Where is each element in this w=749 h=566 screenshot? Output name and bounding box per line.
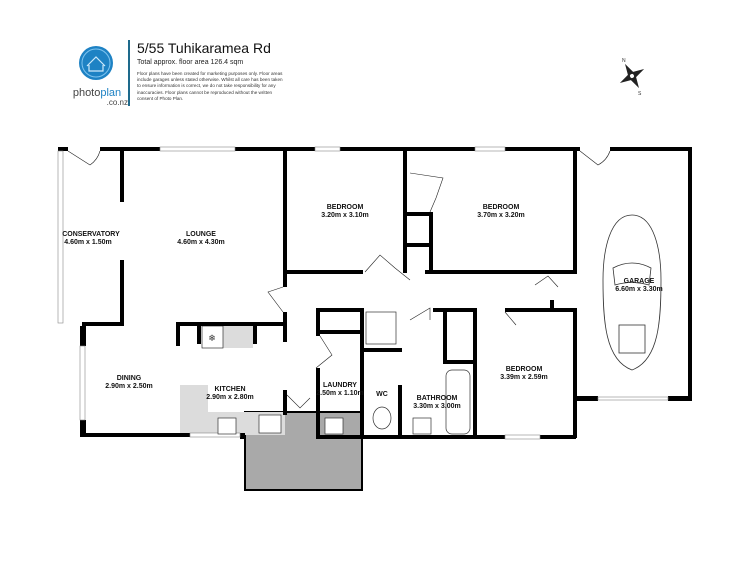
room-name-bathroom: BATHROOM: [417, 395, 458, 402]
snowflake-icon: ❄: [208, 333, 216, 343]
room-size-laundry: 2.50m x 1.10m: [316, 390, 363, 397]
property-address: 5/55 Tuhikaramea Rd: [137, 40, 271, 56]
compass-north: N: [622, 58, 626, 64]
room-name-bedroom3: BEDROOM: [506, 366, 543, 373]
room-name-dining: DINING: [117, 375, 142, 382]
compass-south: S: [638, 91, 642, 97]
toilet-icon: [372, 406, 392, 430]
room-size-kitchen: 2.90m x 2.80m: [206, 394, 253, 401]
bathtub: [445, 369, 471, 435]
room-size-conservatory: 4.60m x 1.50m: [64, 239, 111, 246]
stove-icon: [258, 414, 282, 434]
room-name-wc: WC: [376, 391, 388, 398]
room-size-bedroom1: 3.20m x 3.10m: [321, 212, 368, 219]
shower: [365, 311, 397, 345]
room-name-conservatory: CONSERVATORY: [62, 231, 120, 238]
room-size-bathroom: 3.30m x 3.00m: [413, 403, 460, 410]
room-name-kitchen: KITCHEN: [214, 386, 245, 393]
header-divider: [128, 40, 130, 106]
logo-wordmark: photoplan.co.nz: [72, 87, 128, 108]
room-size-garage: 6.60m x 3.30m: [615, 286, 662, 293]
disclaimer: Floor plans have been created for market…: [137, 71, 283, 101]
car-icon: [602, 214, 662, 371]
compass-rose-icon: [619, 63, 645, 89]
room-name-bedroom2: BEDROOM: [483, 204, 520, 211]
sink: [217, 417, 237, 435]
floor-area: Total approx. floor area 126.4 sqm: [137, 59, 244, 66]
doors: [67, 150, 611, 409]
room-size-bedroom2: 3.70m x 3.20m: [477, 212, 524, 219]
room-size-dining: 2.90m x 2.50m: [105, 383, 152, 390]
room-size-lounge: 4.60m x 4.30m: [177, 239, 224, 246]
windows: [57, 146, 669, 440]
fixtures: [217, 311, 471, 435]
room-name-garage: GARAGE: [624, 278, 655, 285]
room-name-lounge: LOUNGE: [186, 231, 216, 238]
room-name-bedroom1: BEDROOM: [327, 204, 364, 211]
room-name-laundry: LAUNDRY: [323, 382, 357, 389]
walls: [58, 147, 692, 439]
room-size-bedroom3: 3.39m x 2.59m: [500, 374, 547, 381]
